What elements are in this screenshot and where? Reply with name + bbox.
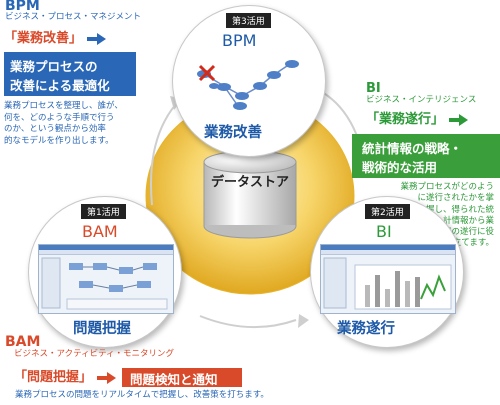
- bi-desc-line: 務の遂行に役: [442, 227, 494, 238]
- bi-box-line1: 統計情報の戦略・: [362, 141, 463, 156]
- bpm-desc-line: 何を、どのような手順で行う: [4, 112, 115, 123]
- bi-usage-badge: 第2活用: [365, 204, 410, 219]
- bi-circle-name: BI: [376, 222, 392, 241]
- bi-desc-line: 業務プロセスがどのよう: [400, 182, 494, 192]
- bam-box-text: 問題検知と通知: [130, 372, 218, 387]
- bi-highlight-box: 統計情報の戦略・ 戦術的な活用: [352, 134, 500, 178]
- arrow-right-to-left: [199, 315, 297, 329]
- bi-title: BI: [366, 81, 381, 96]
- bpm-highlight-box: 業務プロセスの 改善による最適化: [4, 52, 136, 96]
- bpm-box-line2: 改善による最適化: [10, 78, 110, 93]
- data-store-label: データストア: [210, 175, 289, 190]
- bpm-title: BPM: [5, 0, 40, 14]
- bam-description: 業務プロセスの問題をリアルタイムで把握し、改善策を打ちます。: [15, 390, 269, 400]
- bpm-circle-label: 業務改善: [204, 125, 262, 141]
- data-store-cylinder: [203, 150, 297, 239]
- bi-tag-text: 「業務遂行」: [366, 112, 445, 127]
- arrow-right-icon: [96, 371, 116, 384]
- bpm-desc-line: 業務プロセスを整理し、誰が、: [4, 101, 123, 111]
- bam-highlight-box: 問題検知と通知: [122, 368, 242, 387]
- bam-screenshot-thumbnail: [38, 244, 174, 314]
- cross-mark-icon: [198, 64, 216, 82]
- bi-screenshot-thumbnail: [320, 244, 456, 314]
- arrow-right-icon: [86, 32, 106, 45]
- bam-usage-badge: 第1活用: [81, 204, 126, 219]
- bpm-tag: 「業務改善」: [4, 31, 107, 47]
- arrow-right-icon: [448, 113, 468, 126]
- bi-tag: 「業務遂行」: [366, 112, 469, 128]
- bpm-desc-line: 的なモデルを作り出します。: [4, 136, 114, 147]
- bam-tag: 「問題把握」: [14, 370, 117, 386]
- bam-subtitle: ビジネス・アクティビティ・モニタリング: [14, 349, 175, 359]
- bpm-usage-badge: 第3活用: [226, 13, 271, 28]
- bi-desc-line: 握し、得られた統: [425, 204, 494, 215]
- bpm-circle-name: BPM: [222, 31, 257, 50]
- bi-subtitle: ビジネス・インテリジェンス: [366, 95, 477, 105]
- bpm-box-line1: 業務プロセスの: [10, 59, 98, 74]
- bpm-subtitle: ビジネス・プロセス・マネジメント: [5, 12, 142, 22]
- bam-circle-name: BAM: [82, 222, 118, 241]
- process-flow-icon: [197, 60, 299, 110]
- bpm-tag-text: 「業務改善」: [4, 31, 83, 46]
- bi-desc-line: 立てます。: [452, 238, 494, 249]
- bi-box-line2: 戦術的な活用: [362, 160, 438, 175]
- arrow-left-to-top: [150, 103, 177, 206]
- bi-desc-line: に遂行されたかを掌: [417, 193, 494, 204]
- bam-title: BAM: [5, 334, 41, 350]
- bi-circle-label: 業務遂行: [337, 321, 395, 337]
- bam-circle-label: 問題把握: [73, 321, 131, 337]
- bpm-description: 業務プロセスを整理し、誰が、 何を、どのような手順で行う のか、という観点から効…: [4, 101, 123, 148]
- bi-description: 業務プロセスがどのよう に遂行されたかを掌 握し、得られた統 計情報から業 務の…: [400, 182, 494, 250]
- bpm-circle: [172, 5, 326, 157]
- bpm-desc-line: のか、という観点から効率: [4, 124, 106, 135]
- bi-desc-line: 計情報から業: [442, 215, 494, 226]
- bam-tag-text: 「問題把握」: [14, 370, 93, 385]
